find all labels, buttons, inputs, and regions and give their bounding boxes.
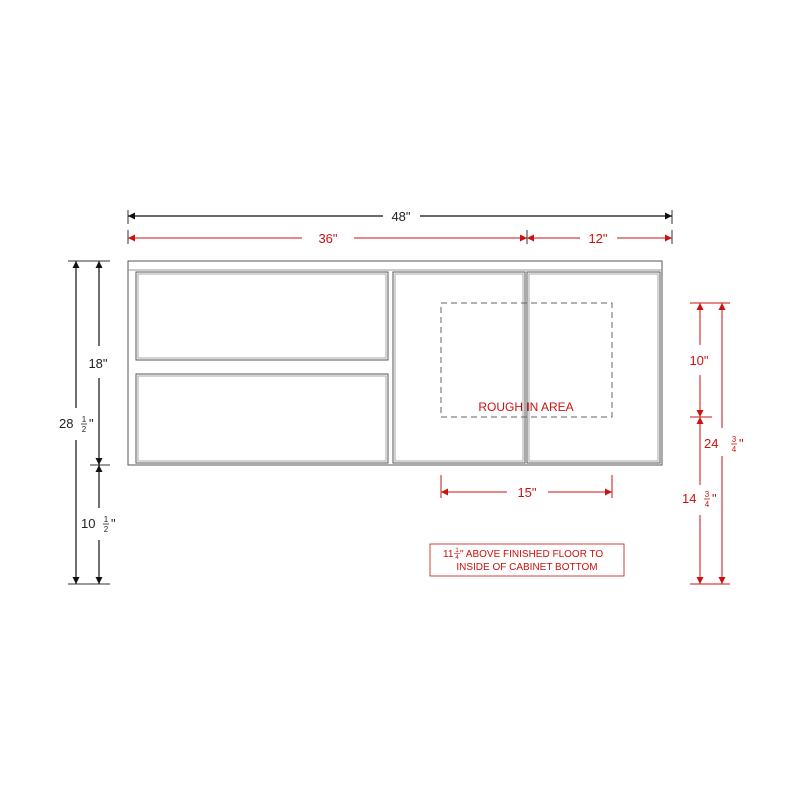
rough-top-height-num: 3 — [732, 435, 737, 444]
upper-drawer-front — [135, 271, 389, 361]
left-section-width-dimension: 36" — [127, 230, 528, 246]
rough-top-height-whole: 24 — [704, 436, 718, 451]
note-line2: INSIDE OF CABINET BOTTOM — [456, 562, 597, 573]
rough-in-width-label: 15" — [517, 485, 536, 500]
overall-width-label: 48" — [391, 209, 410, 224]
leg-height-dimension: 10 1 2 " — [81, 465, 116, 584]
rough-in-width-dimension: 15" — [440, 475, 613, 500]
leg-height-num: 1 — [104, 515, 109, 524]
svg-text:28: 28 — [59, 416, 73, 431]
svg-text:11: 11 — [443, 549, 454, 560]
total-height-den: 2 — [82, 425, 87, 434]
leg-height-den: 2 — [104, 525, 109, 534]
total-height-dimension: 28 1 2 " — [59, 261, 94, 584]
rough-bottom-height-dimension: 14 3 4 " — [682, 417, 717, 584]
drawer-height-dimension: 18" — [88, 261, 108, 465]
rough-in-area-box — [440, 302, 613, 418]
lower-drawer-front — [135, 373, 389, 464]
total-height-inch: " — [89, 416, 94, 431]
rough-in-height-label: 10" — [689, 353, 708, 368]
note-line1-suffix: " ABOVE FINISHED FLOOR TO — [460, 549, 603, 560]
leg-height-whole: 10 — [81, 516, 95, 531]
rough-bottom-height-den: 4 — [705, 500, 710, 509]
rough-top-height-dimension: 24 3 4 " — [704, 303, 744, 584]
rough-bottom-height-num: 3 — [705, 490, 710, 499]
total-height-num: 1 — [82, 415, 87, 424]
note-prefix: 11 — [443, 549, 454, 560]
right-section-width-dimension: 12" — [527, 230, 673, 246]
note-frac-num: 1 — [455, 548, 459, 554]
rough-in-height-dimension: 10" — [689, 303, 709, 417]
right-section-width-label: 12" — [588, 231, 607, 246]
rough-top-height-inch: " — [739, 436, 744, 451]
left-section-width-label: 36" — [318, 231, 337, 246]
left-door — [392, 271, 526, 464]
floor-note: 11 1 4 " ABOVE FINISHED FLOOR TO INSIDE … — [429, 543, 625, 577]
rough-bottom-height-whole: 14 — [682, 491, 696, 506]
drawer-height-label: 18" — [88, 356, 107, 371]
right-door — [526, 271, 661, 464]
total-height-whole: 28 — [59, 416, 73, 431]
cabinet-outline — [127, 260, 663, 466]
note-frac-den: 4 — [455, 555, 459, 561]
rough-in-area-label: ROUGH IN AREA — [478, 400, 573, 414]
rough-top-height-den: 4 — [732, 445, 737, 454]
leg-height-inch: " — [111, 516, 116, 531]
rough-bottom-height-inch: " — [712, 491, 717, 506]
overall-width-dimension: 48" — [127, 209, 673, 224]
